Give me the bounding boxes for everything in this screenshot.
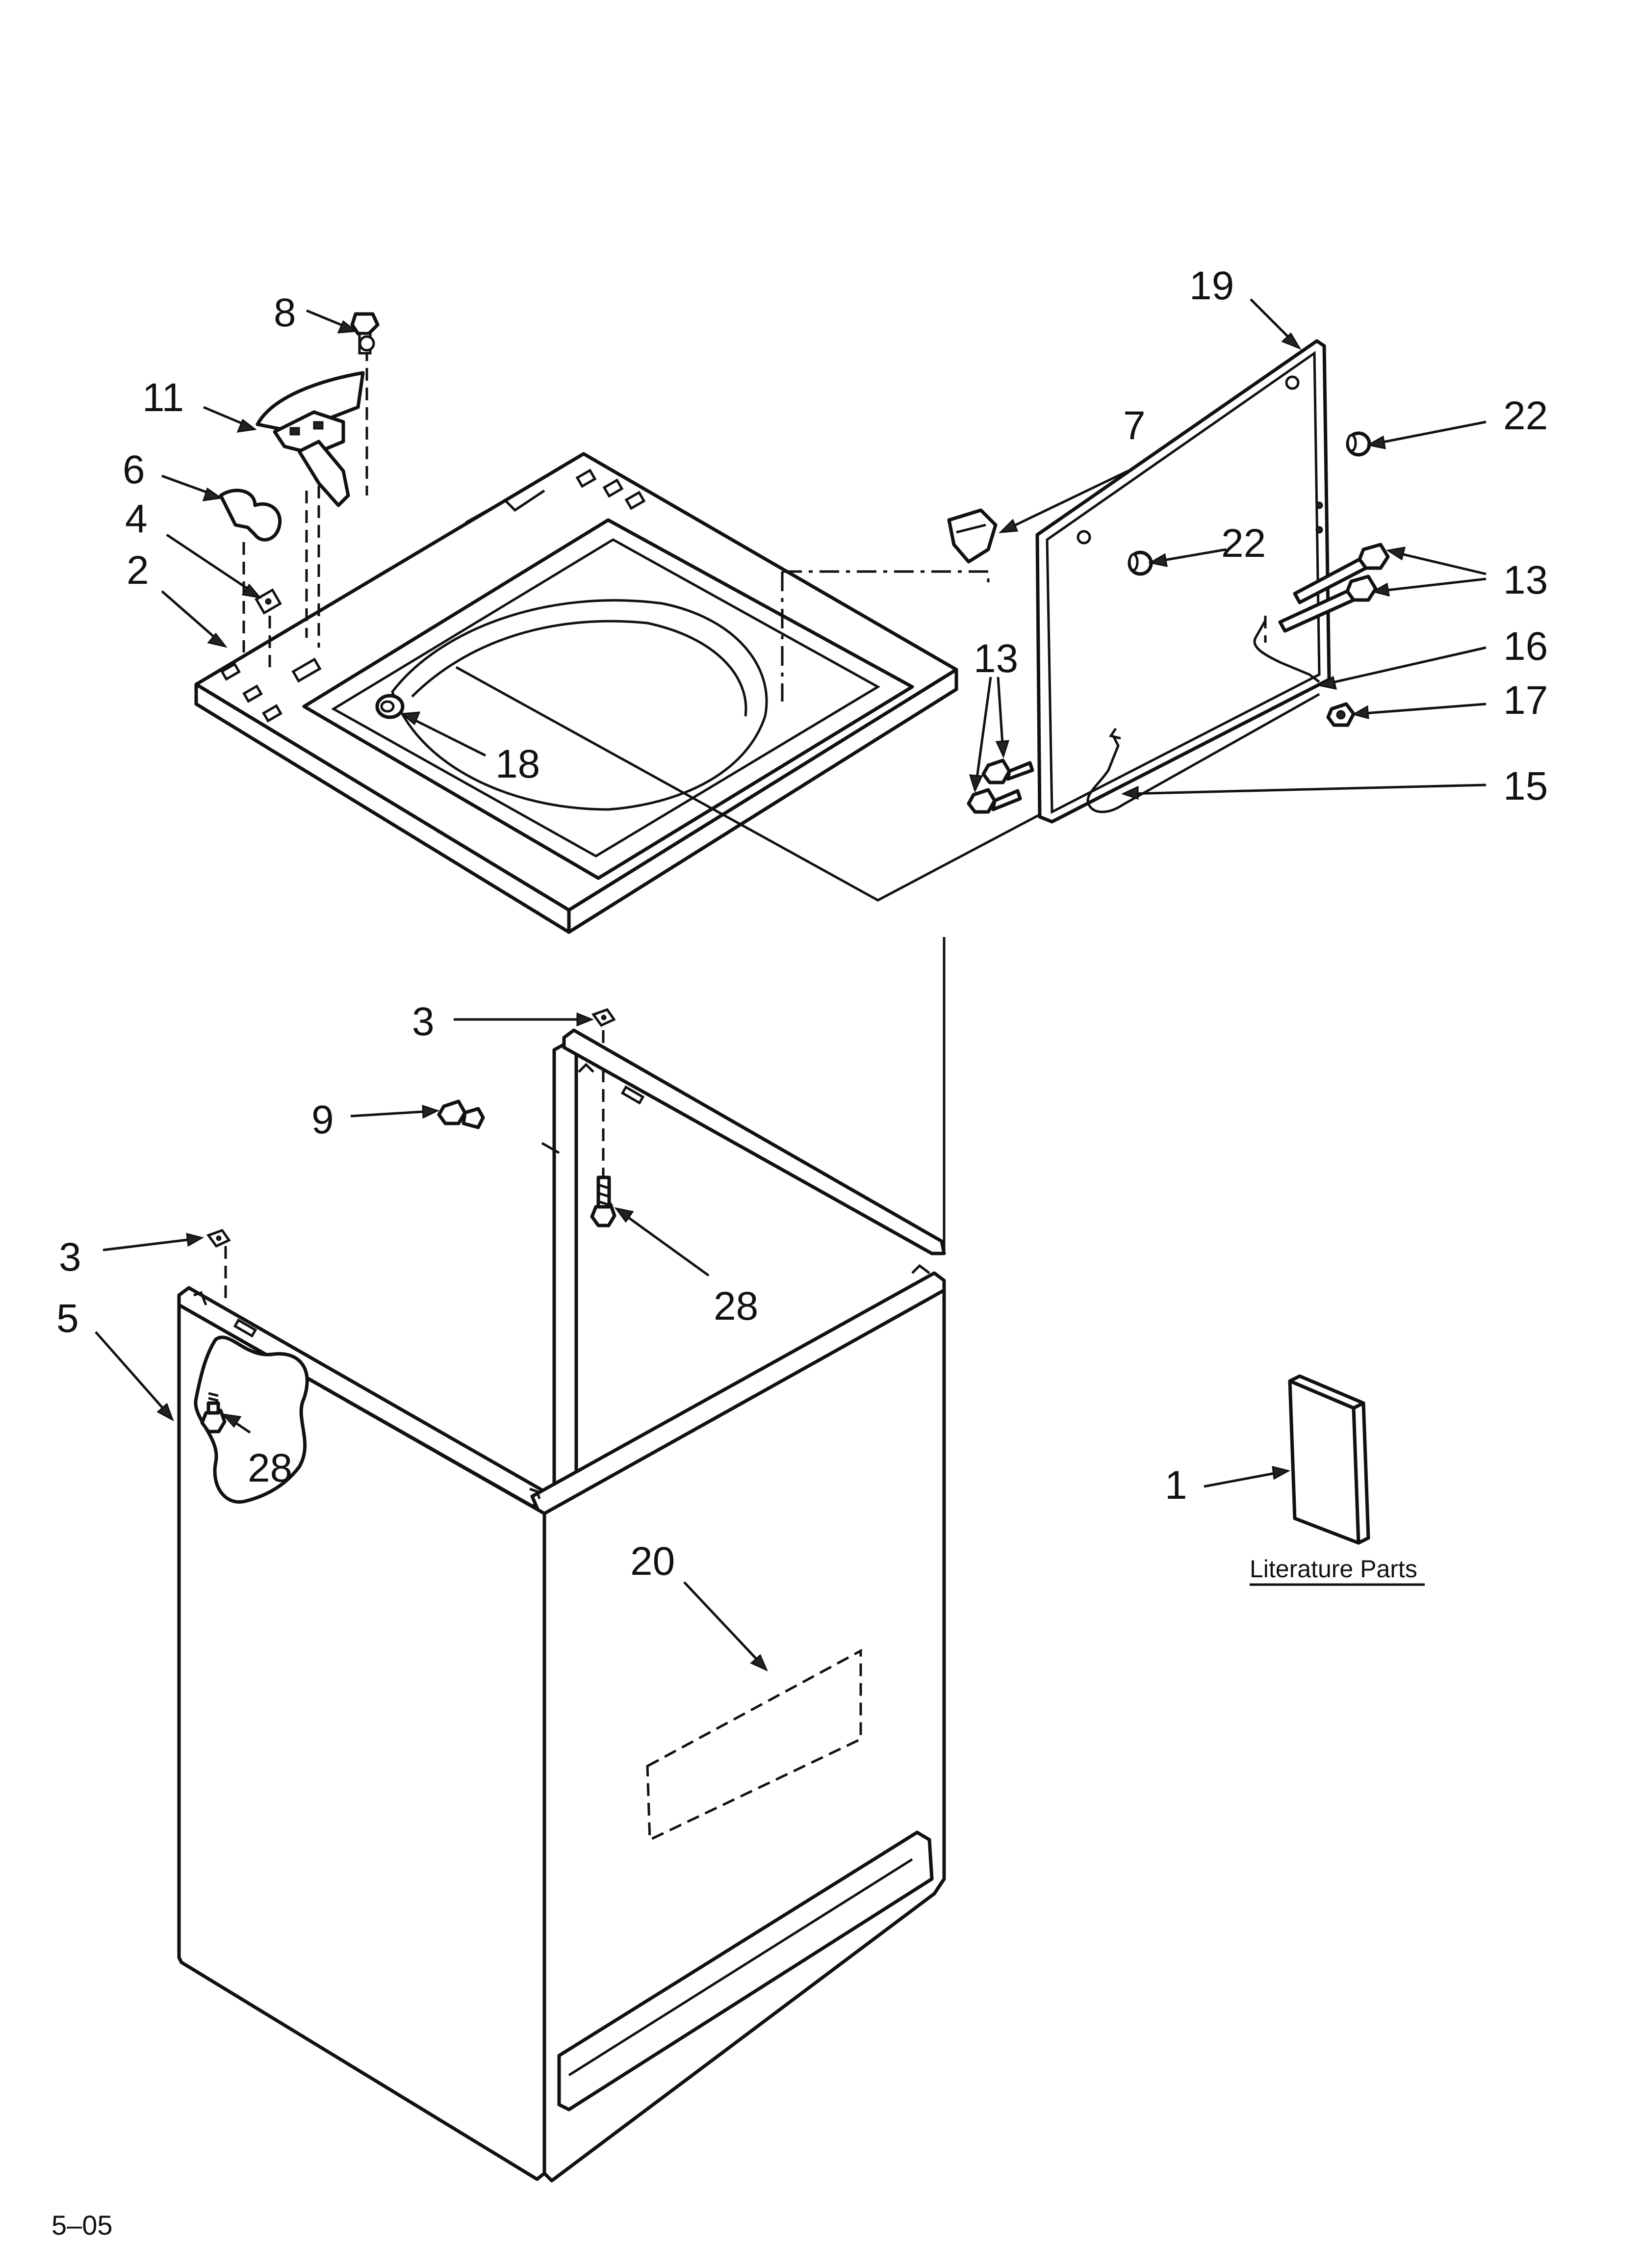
callout-11: 11 (142, 375, 184, 420)
callout-18: 18 (495, 742, 540, 786)
lid-19 (1035, 339, 1331, 824)
part-17 (1326, 702, 1356, 727)
literature-1 (1288, 1374, 1370, 1545)
lid-switch-11 (256, 371, 365, 507)
screw-13 (1278, 574, 1378, 633)
pad-7 (947, 508, 998, 564)
callout-16: 16 (1503, 624, 1548, 669)
cutaway-view (194, 1335, 309, 1504)
cabinet-5 (177, 1028, 946, 2183)
callout-4: 4 (125, 496, 148, 541)
screw-8 (350, 312, 380, 355)
callout-5: 5 (56, 1296, 79, 1341)
page-code: 5–05 (51, 2210, 113, 2241)
part-18 (375, 694, 405, 719)
assembly-line (782, 570, 990, 586)
callout-19: 19 (1189, 263, 1234, 308)
label-20 (646, 1648, 862, 1842)
clip-6 (219, 489, 282, 542)
callout-3-top: 3 (412, 999, 435, 1044)
top-panel (194, 452, 958, 934)
bumper-22 (1346, 431, 1371, 457)
part-9 (437, 1099, 485, 1129)
callout-17: 17 (1503, 678, 1548, 723)
clip-3 (206, 1229, 231, 1248)
callout-22-top: 22 (1503, 393, 1548, 438)
callout-8: 8 (274, 290, 296, 335)
bumper-22 (1128, 550, 1153, 576)
literature-parts-caption: Literature Parts (1250, 1555, 1417, 1583)
clip-4 (255, 588, 282, 615)
callout-15: 15 (1503, 764, 1548, 808)
callout-2: 2 (127, 548, 149, 593)
leader-lines (95, 298, 1487, 1671)
callout-22-mid: 22 (1221, 521, 1266, 566)
callout-9: 9 (311, 1097, 334, 1142)
callout-28-lower: 28 (248, 1446, 292, 1490)
screw-13 (967, 788, 1022, 814)
callout-28-upper: 28 (714, 1284, 758, 1329)
clip-3 (591, 1008, 616, 1027)
callout-20: 20 (630, 1539, 675, 1584)
callout-7: 7 (1123, 403, 1146, 448)
callout-13-right: 13 (1503, 558, 1548, 602)
callout-3-left: 3 (59, 1235, 81, 1279)
assembly-line (455, 666, 1051, 902)
callout-1: 1 (1165, 1463, 1187, 1508)
screw-28 (590, 1175, 616, 1227)
callout-6: 6 (123, 447, 145, 492)
screw-28 (200, 1392, 227, 1434)
screw-13 (1293, 543, 1390, 604)
screw-13 (981, 758, 1034, 784)
callout-13-left: 13 (974, 636, 1018, 681)
